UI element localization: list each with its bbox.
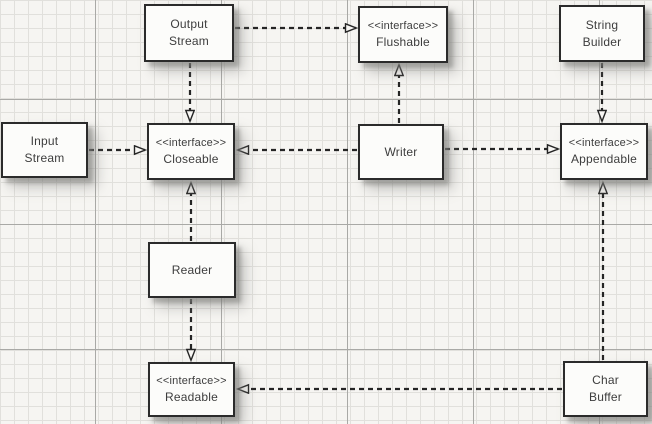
node-input-stream: Input Stream bbox=[1, 122, 88, 178]
node-reader: Reader bbox=[148, 242, 236, 298]
node-stereotype: <<interface>> bbox=[155, 137, 227, 149]
node-string-builder: String Builder bbox=[559, 5, 645, 62]
node-label: Writer bbox=[384, 144, 418, 159]
node-closeable: <<interface>> Closeable bbox=[147, 123, 235, 180]
node-label: Output Stream bbox=[169, 17, 209, 48]
node-readable: <<interface>> Readable bbox=[148, 362, 235, 417]
node-writer: Writer bbox=[358, 124, 444, 180]
node-stereotype: <<interface>> bbox=[568, 137, 640, 149]
node-appendable: <<interface>> Appendable bbox=[560, 123, 648, 180]
node-label: Appendable bbox=[570, 152, 638, 166]
node-label: Char Buffer bbox=[589, 373, 622, 404]
node-char-buffer: Char Buffer bbox=[563, 361, 648, 417]
node-label: Readable bbox=[165, 390, 218, 404]
node-label: Flushable bbox=[376, 35, 430, 49]
node-flushable: <<interface>> Flushable bbox=[358, 6, 448, 63]
node-output-stream: Output Stream bbox=[144, 4, 234, 62]
node-label: String Builder bbox=[582, 17, 622, 49]
node-label: Reader bbox=[171, 262, 213, 277]
node-label: Closeable bbox=[163, 152, 219, 166]
node-stereotype: <<interface>> bbox=[156, 375, 227, 387]
node-label: Input Stream bbox=[24, 134, 65, 165]
node-stereotype: <<interface>> bbox=[367, 20, 439, 32]
